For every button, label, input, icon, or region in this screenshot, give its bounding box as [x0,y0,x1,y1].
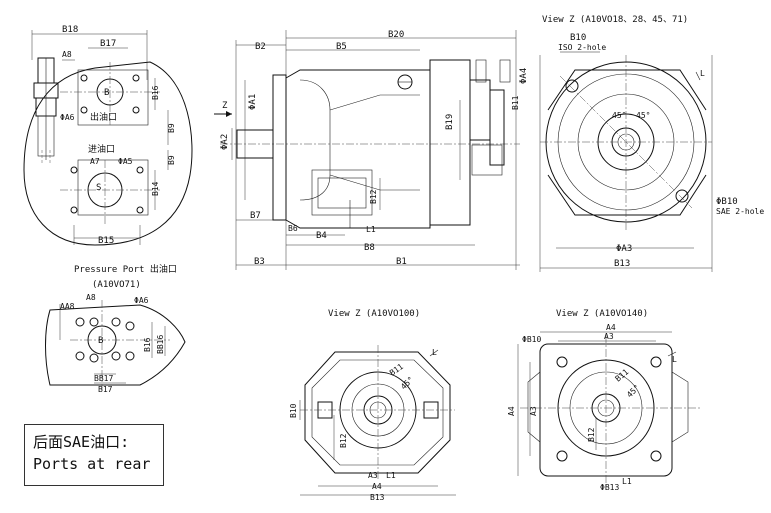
label-l-small: L [700,69,705,78]
label-phi-a6-pressure: ΦA6 [134,296,149,305]
port-block-view [23,30,193,246]
label-b16: B16 [151,85,160,100]
label-outlet: 出油口 [90,111,117,123]
side-view [214,30,520,270]
label-inlet: 进油口 [88,143,115,155]
label-b18: B18 [62,25,78,35]
label-a8: A8 [62,50,72,59]
label-l1-140: L1 [622,477,632,486]
label-a8-pressure: A8 [86,293,96,302]
caption-pressure-port-model: (A10VO71) [92,280,141,290]
label-b16-pressure: B16 [143,337,152,352]
label-b13-small: B13 [614,259,630,269]
caption-view-z-100: View Z (A10VO100) [328,309,420,319]
label-a3-140-side: A3 [529,406,538,416]
label-l1-side: L1 [366,225,376,234]
label-l-140: L [672,355,677,364]
label-45-140: 45° [625,383,642,400]
label-phi-a2: ΦA2 [220,134,230,150]
label-b10-100: B10 [289,403,298,418]
view-z-140 [517,331,700,490]
label-phi-a1: ΦA1 [248,94,258,110]
caption-view-z-small: View Z (A10VO18、28、45、71) [542,15,688,25]
label-a3-140-top: A3 [604,332,614,341]
label-phi-b10-140: ΦB10 [522,335,541,344]
label-b12-140: B12 [587,427,596,442]
view-z-small [539,51,713,272]
label-s: S [96,183,101,193]
label-b2: B2 [255,42,266,52]
label-z: Z [222,101,228,111]
label-b3: B3 [254,257,265,267]
label-iso-2-hole: ISO 2-hole [558,43,606,52]
label-phi-a3-small: ΦA3 [616,244,632,254]
label-b19: B19 [445,114,455,130]
label-l1-100: L1 [386,471,396,480]
rear-ports-note: 后面SAE油口: Ports at rear [24,424,164,486]
label-phi-b13-140: ΦB13 [600,483,619,492]
label-b-pressure: B [98,336,103,346]
label-sae-2-hole: SAE 2-hole [716,207,764,216]
label-a4-100: A4 [372,482,382,491]
label-phi-b10-small: ΦB10 [716,197,738,207]
label-45-a-small: 45° [612,111,626,120]
label-b7: B7 [250,211,261,221]
label-b12-100: B12 [339,433,348,448]
label-b5: B5 [336,42,347,52]
label-b17: B17 [100,39,116,49]
label-45-100: 45° [399,375,416,392]
label-bb17: BB17 [94,374,113,383]
label-b15: B15 [98,236,114,246]
label-phi-a4: ΦA4 [519,68,529,84]
label-b4: B4 [316,231,327,241]
pressure-port-view [45,300,186,390]
label-l-100: L [432,348,437,357]
note-line-1: 后面SAE油口: [33,433,129,451]
label-a7: A7 [90,157,100,166]
label-b11-100: B11 [388,362,405,378]
label-b11-140: B11 [614,367,631,383]
label-b: B [104,88,109,98]
caption-pressure-port: Pressure Port 出油口 [74,263,177,275]
label-b9-lower: B9 [167,155,176,165]
label-b6: B6 [288,224,298,233]
label-45-b-small: 45° [636,111,650,120]
label-phi-a6: ΦA6 [60,113,75,122]
caption-view-z-140: View Z (A10VO140) [556,309,648,319]
note-line-2: Ports at rear [33,455,150,473]
label-b12-side: B12 [369,189,378,204]
label-b14: B14 [151,181,160,196]
label-aa8: AA8 [60,302,75,311]
label-b20: B20 [388,30,404,40]
label-bb16: BB16 [156,335,165,354]
label-b17-pressure: B17 [98,385,113,394]
view-z-100 [299,345,456,496]
label-b1: B1 [396,257,407,267]
label-a3-100: A3 [368,471,378,480]
label-b9-upper: B9 [167,123,176,133]
label-a4-140-top: A4 [606,323,616,332]
label-b13-100: B13 [370,493,385,502]
label-a4-140-side: A4 [507,406,516,416]
label-b11-side: B11 [511,95,520,110]
label-phi-a5: ΦA5 [118,157,133,166]
label-b10-small: B10 [570,33,586,43]
label-b8: B8 [364,243,375,253]
